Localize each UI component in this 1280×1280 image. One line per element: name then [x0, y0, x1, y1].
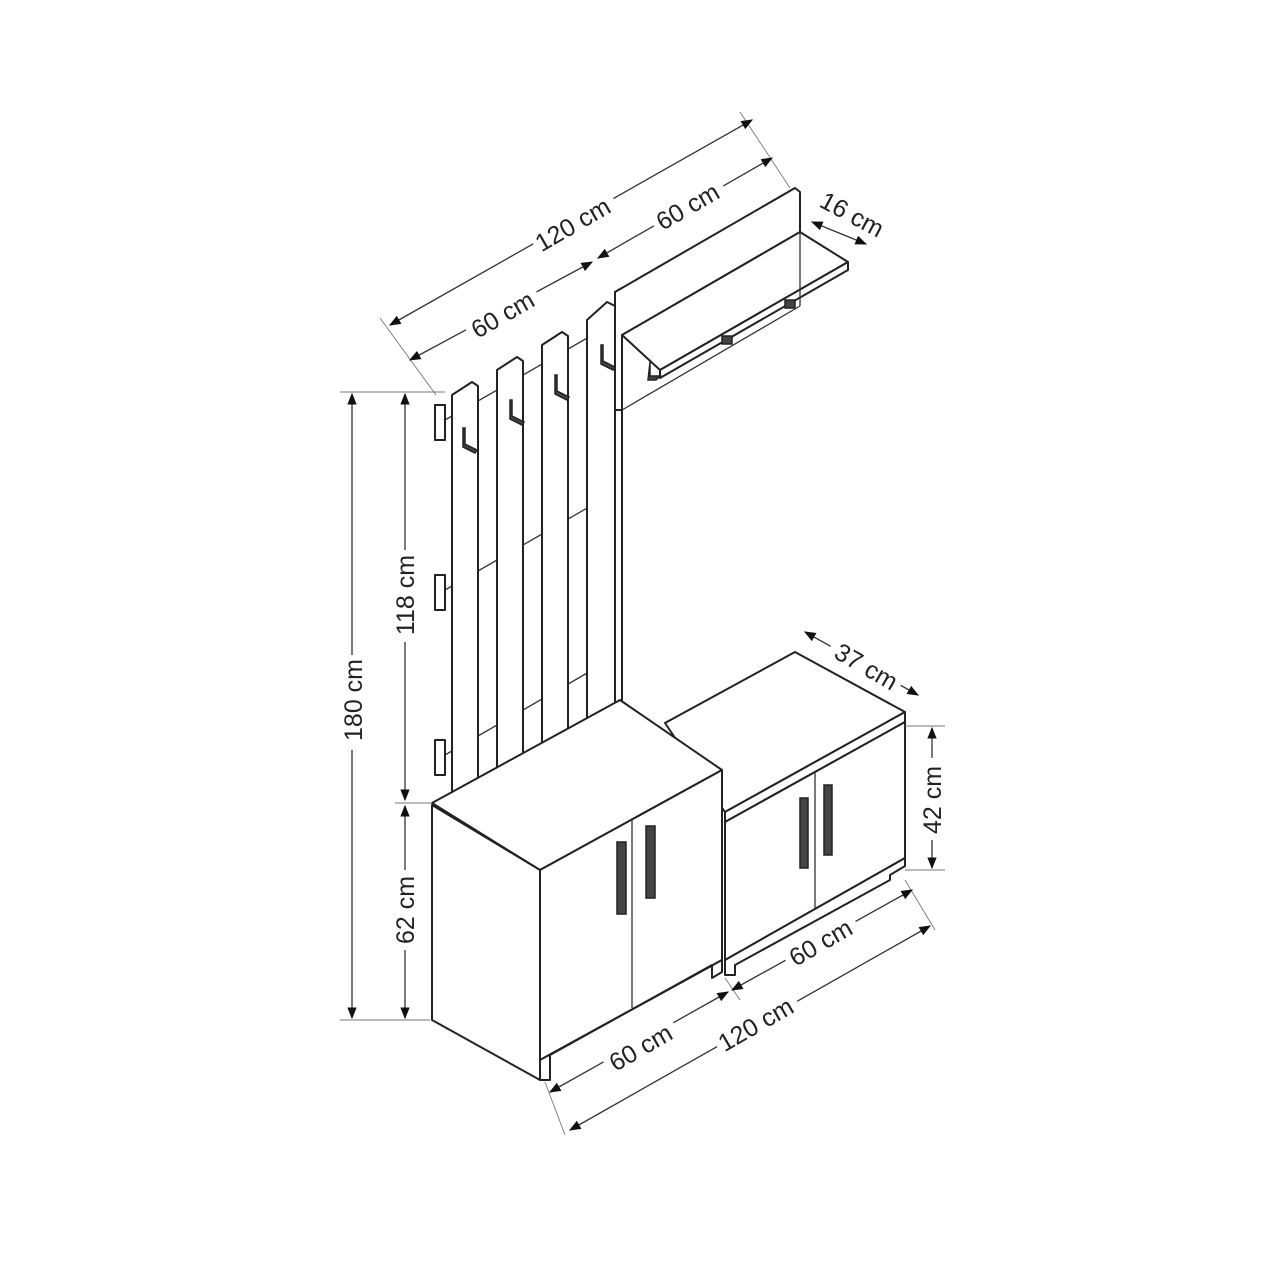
- label-total-height: 180 cm: [340, 659, 368, 741]
- rail-block: [434, 404, 446, 441]
- hook-icon: [462, 427, 479, 454]
- rail-block: [434, 574, 446, 611]
- hook-icon: [784, 299, 796, 309]
- hook-icon: [721, 335, 733, 345]
- door-handle: [616, 841, 627, 915]
- hook-icon: [647, 361, 662, 381]
- label-top-right-width: 60 cm: [652, 178, 725, 236]
- label-rack-height: 118 cm: [392, 555, 420, 635]
- label-bench-height: 42 cm: [919, 766, 947, 834]
- hook-icon: [554, 374, 571, 401]
- label-cabinet-height: 62 cm: [392, 876, 420, 944]
- door-handle: [823, 784, 833, 856]
- door-handle: [645, 825, 656, 899]
- label-bottom-total-width: 120 cm: [713, 992, 798, 1057]
- hook-icon: [509, 399, 526, 426]
- rail-block: [434, 739, 446, 776]
- door-handle: [799, 797, 809, 869]
- label-top-left-width: 60 cm: [467, 286, 540, 344]
- label-shelf-depth: 16 cm: [815, 187, 888, 244]
- hook-icon: [600, 344, 617, 371]
- coat-rack: [434, 187, 849, 803]
- label-top-total-width: 120 cm: [530, 192, 615, 257]
